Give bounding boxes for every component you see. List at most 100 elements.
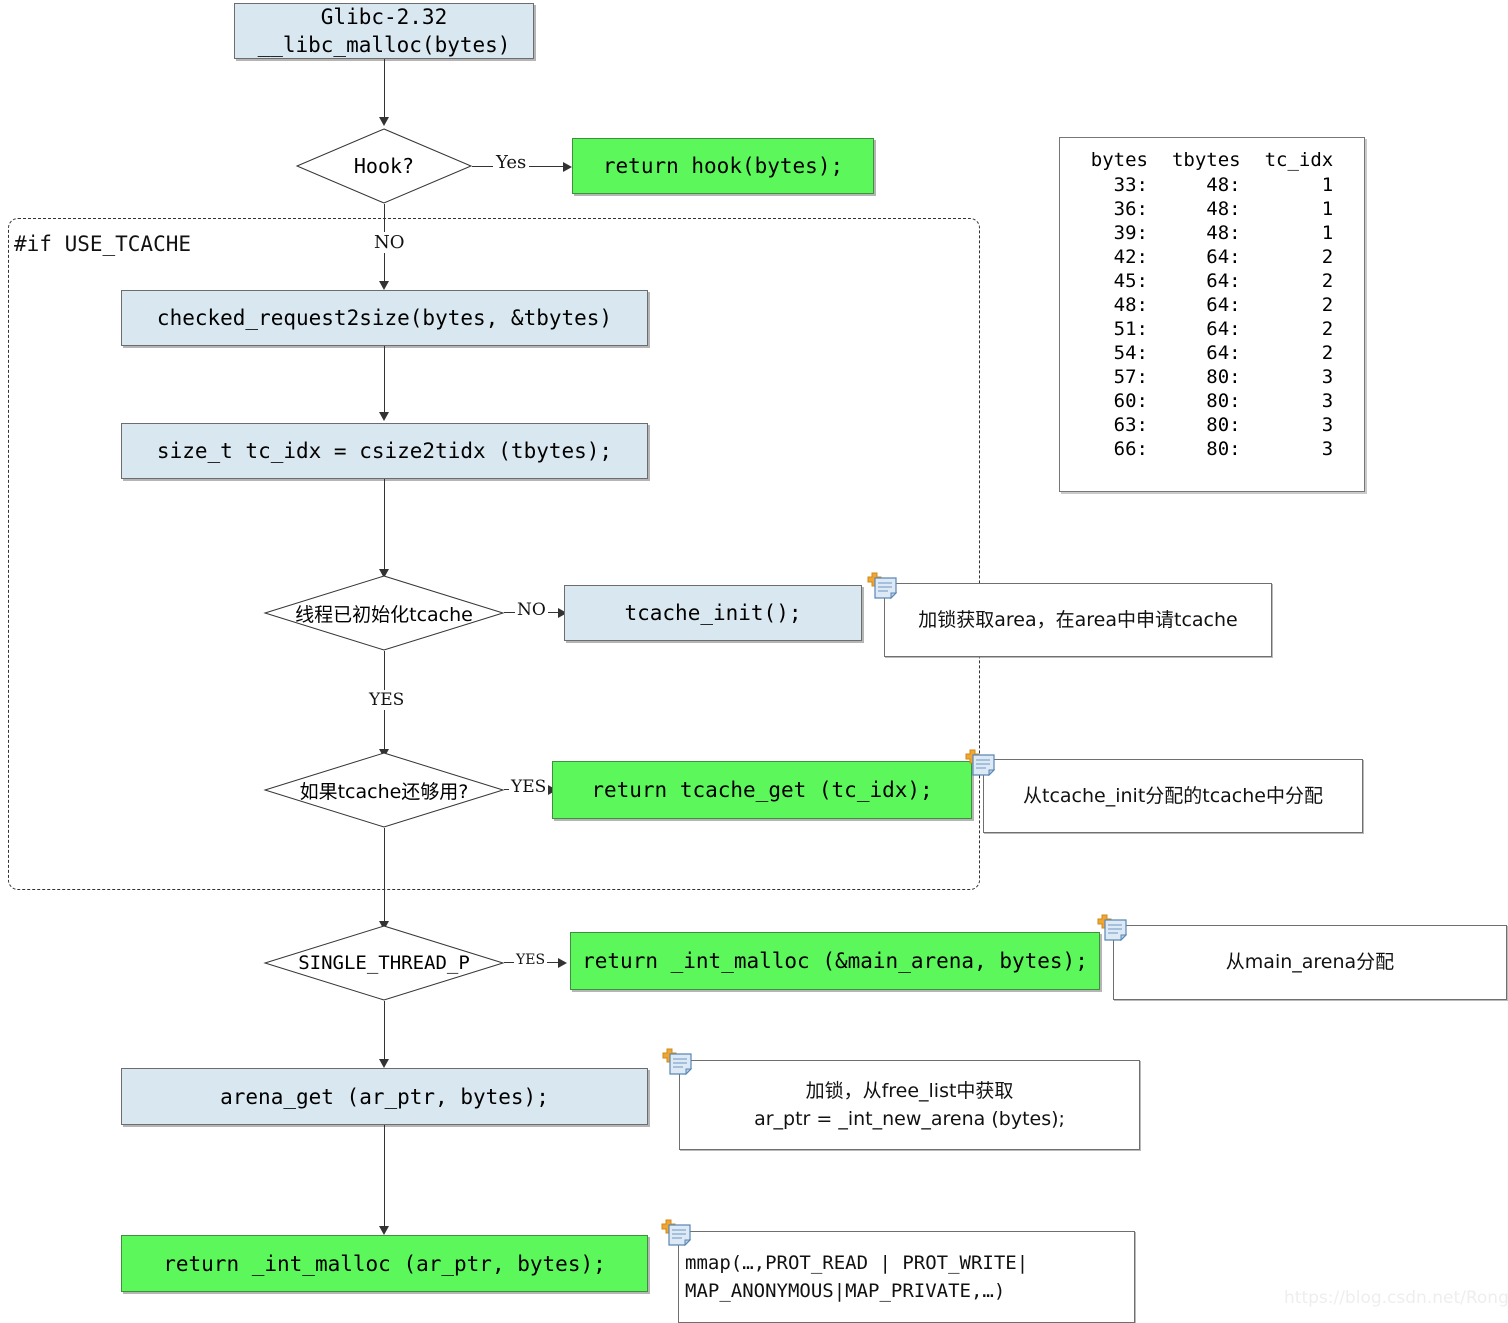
- cell-tbytes: 80:: [1206, 414, 1241, 436]
- arrowhead-to-final: [379, 1226, 389, 1235]
- hook-decision-shape: [295, 128, 473, 204]
- main-arena-note: 从main_arena分配: [1113, 925, 1507, 1000]
- main-arena-return-node: return _int_malloc (&main_arena, bytes);: [570, 932, 1100, 990]
- cell-tcidx: 3: [1321, 390, 1334, 412]
- single-thread-decision-shape: [263, 925, 505, 1001]
- tcache-index-table: bytes tbytes tc_idx 33:48:1 36:48:1 39:4…: [1059, 137, 1365, 492]
- cell-bytes: 36:: [1113, 198, 1148, 220]
- single-thread-decision: SINGLE_THREAD_P: [263, 925, 505, 1001]
- cell-bytes: 54:: [1113, 342, 1148, 364]
- edge-label-tcacheinit-no: NO: [515, 600, 548, 620]
- table-row: 57:80:3: [1079, 365, 1345, 389]
- cell-bytes: 66:: [1113, 438, 1148, 460]
- cell-bytes: 33:: [1113, 174, 1148, 196]
- cell-tcidx: 1: [1321, 222, 1334, 244]
- tcache-init-decision: 线程已初始化tcache: [263, 575, 505, 651]
- cell-tcidx: 2: [1321, 294, 1334, 316]
- cell-tbytes: 48:: [1206, 174, 1241, 196]
- edge-csize-to-tcacheinit: [384, 479, 385, 571]
- table-body: 33:48:1 36:48:1 39:48:1 42:64:2 45:64:2 …: [1079, 173, 1345, 461]
- hook-return-node: return hook(bytes);: [572, 138, 874, 194]
- table-row: 54:64:2: [1079, 341, 1345, 365]
- cell-bytes: 39:: [1113, 222, 1148, 244]
- cell-bytes: 60:: [1113, 390, 1148, 412]
- mmap-note: mmap(…,PROT_READ | PROT_WRITE| MAP_ANONY…: [678, 1231, 1135, 1323]
- tcache-index-table-grid: bytes tbytes tc_idx 33:48:1 36:48:1 39:4…: [1079, 148, 1345, 461]
- edge-label-tcacheenough-yes: YES: [509, 777, 549, 797]
- arrowhead-checked-to-csize: [379, 412, 389, 421]
- table-row: 39: 48: 1: [1079, 221, 1345, 245]
- tcache-enough-decision: 如果tcache还够用?: [263, 752, 505, 828]
- tcache-get-note: 从tcache_init分配的tcache中分配: [983, 759, 1363, 833]
- tcache-get-return-label: return tcache_get (tc_idx);: [591, 778, 933, 802]
- table-header-bytes: bytes: [1090, 149, 1148, 171]
- table-row: 63:80:3: [1079, 413, 1345, 437]
- final-return-node: return _int_malloc (ar_ptr, bytes);: [121, 1235, 648, 1292]
- edge-label-hook-yes: Yes: [493, 152, 530, 173]
- edge-label-tcacheinit-yes: YES: [366, 690, 408, 710]
- hook-decision: Hook?: [295, 128, 473, 204]
- arrowhead-singlethread-yes: [558, 958, 567, 968]
- cell-bytes: 63:: [1113, 414, 1148, 436]
- sticky-note-icon: [661, 1046, 695, 1080]
- edge-tcacheenough-no: [384, 828, 385, 925]
- edge-start-to-hook: [384, 59, 385, 119]
- arrowhead-hook-no: [379, 281, 389, 290]
- start-node-line2: __libc_malloc(bytes): [257, 33, 511, 57]
- edge-label-hook-no: NO: [371, 232, 408, 253]
- cell-tbytes: 64:: [1206, 246, 1241, 268]
- use-tcache-region: [8, 218, 980, 890]
- arrowhead-hook-yes: [563, 162, 572, 172]
- table-row: 36:48:1: [1079, 197, 1345, 221]
- arena-get-note-text: 加锁，从free_list中获取 ar_ptr = _int_new_arena…: [754, 1079, 1065, 1131]
- start-node: Glibc-2.32 __libc_malloc(bytes): [234, 3, 534, 59]
- hook-decision-label: Hook?: [353, 154, 415, 178]
- tcache-enough-decision-shape: [263, 752, 505, 828]
- sticky-note-icon: [1096, 912, 1130, 946]
- sticky-note-icon: [660, 1217, 694, 1251]
- checked-request2size-node: checked_request2size(bytes, &tbytes): [121, 290, 648, 346]
- tcache-init-note: 加锁获取area，在area中申请tcache: [884, 583, 1272, 657]
- region-label-use-tcache: #if USE_TCACHE: [14, 232, 192, 256]
- table-header-tbytes: tbytes: [1171, 149, 1241, 171]
- cell-bytes: 45:: [1113, 270, 1148, 292]
- hook-return-label: return hook(bytes);: [602, 154, 844, 178]
- tcache-get-return-node: return tcache_get (tc_idx);: [552, 761, 972, 819]
- single-thread-decision-label: SINGLE_THREAD_P: [298, 952, 470, 974]
- csize2tidx-node: size_t tc_idx = csize2tidx (tbytes);: [121, 423, 648, 479]
- arena-get-label: arena_get (ar_ptr, bytes);: [220, 1084, 549, 1109]
- cell-bytes: 42:: [1113, 246, 1148, 268]
- arena-get-note: 加锁，从free_list中获取 ar_ptr = _int_new_arena…: [679, 1060, 1140, 1150]
- cell-tcidx: 3: [1321, 366, 1334, 388]
- edge-singlethread-to-arenaget: [384, 1001, 385, 1063]
- start-node-line1: Glibc-2.32: [320, 4, 448, 29]
- arrowhead-to-arenaget: [379, 1059, 389, 1068]
- cell-tbytes: 80:: [1206, 438, 1241, 460]
- tcache-init-note-text: 加锁获取area，在area中申请tcache: [918, 608, 1238, 631]
- edge-checked-to-csize: [384, 346, 385, 414]
- watermark: https://blog.csdn.net/Rong_Toa: [1284, 1288, 1508, 1308]
- csize2tidx-label: size_t tc_idx = csize2tidx (tbytes);: [156, 439, 613, 463]
- cell-tcidx: 3: [1321, 438, 1334, 460]
- cell-tcidx: 2: [1321, 342, 1334, 364]
- cell-tbytes: 64:: [1206, 270, 1241, 292]
- tcache-get-note-text: 从tcache_init分配的tcache中分配: [1023, 784, 1323, 807]
- cell-tcidx: 2: [1321, 246, 1334, 268]
- final-return-label: return _int_malloc (ar_ptr, bytes);: [163, 1251, 606, 1276]
- cell-tbytes: 64:: [1206, 318, 1241, 340]
- table-header-row: bytes tbytes tc_idx: [1079, 148, 1345, 173]
- cell-tcidx: 2: [1321, 270, 1334, 292]
- table-row: 48:64:2: [1079, 293, 1345, 317]
- cell-bytes: 57:: [1113, 366, 1148, 388]
- tcache-init-decision-label: 线程已初始化tcache: [295, 603, 473, 626]
- sticky-note-icon: [866, 570, 900, 604]
- sticky-note-icon: [964, 747, 998, 781]
- table-row: 51:64:2: [1079, 317, 1345, 341]
- arrowhead-tcacheinit-no: [558, 608, 567, 618]
- table-row: 33: 48: 1: [1079, 173, 1345, 197]
- cell-tcidx: 1: [1321, 174, 1334, 196]
- table-row: 45: 64: 2: [1079, 269, 1345, 293]
- arena-get-node: arena_get (ar_ptr, bytes);: [121, 1068, 648, 1125]
- cell-tbytes: 48:: [1206, 222, 1241, 244]
